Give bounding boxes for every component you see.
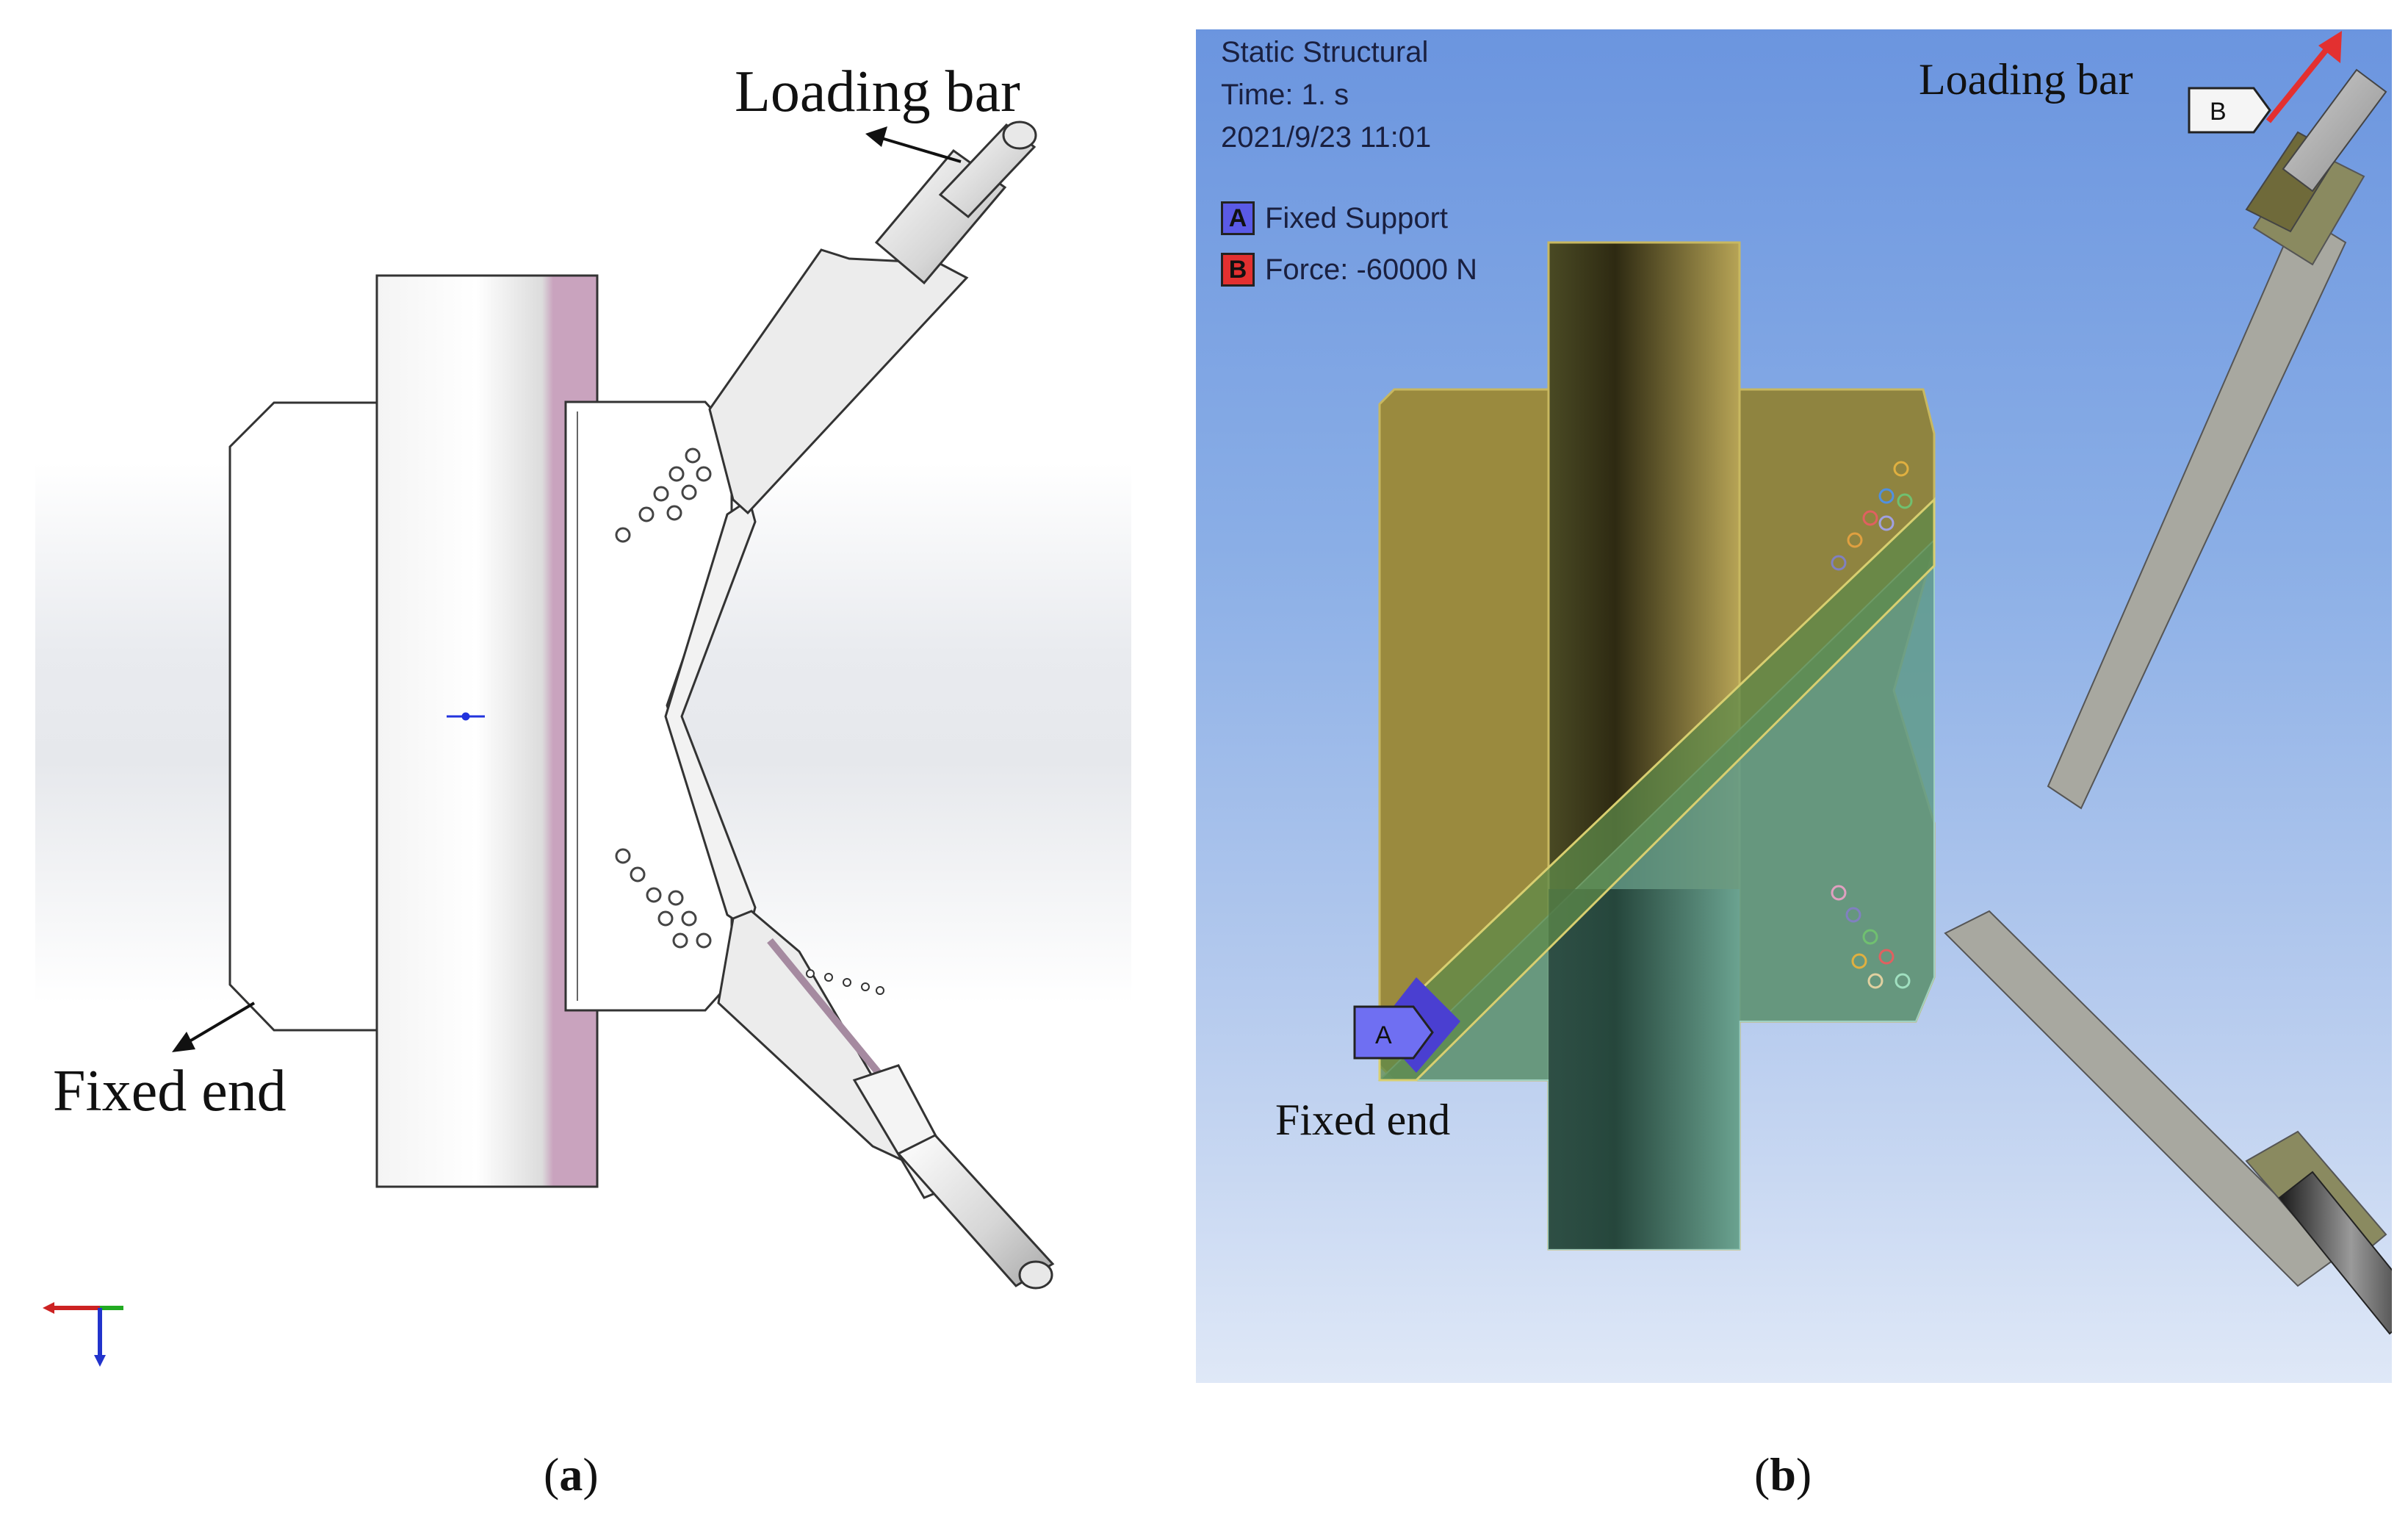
panel-b-fea-view: B A Static Structural Time: 1. s 2021/9/… (1196, 29, 2392, 1383)
boundary-legend: A Fixed Support B Force: -60000 N (1221, 193, 1477, 295)
lower-bar-end (1018, 1260, 1053, 1290)
loading-bar-rod-b (2282, 68, 2387, 193)
upper-loading-bar (938, 123, 1037, 219)
fixed-end-arrow (172, 1002, 256, 1052)
caption-a: (a) (544, 1448, 599, 1500)
right-gusset-plate (564, 400, 733, 1012)
upper-bar-end (1002, 121, 1037, 150)
left-flange-plate (228, 401, 378, 1032)
legend-text-b: Force: -60000 N (1265, 253, 1478, 286)
legend-text-a: Fixed Support (1265, 201, 1449, 234)
analysis-date: 2021/9/23 11:01 (1221, 121, 1432, 154)
lower-loading-bar (896, 1134, 1055, 1287)
upper-bolt-holes (615, 447, 712, 543)
analysis-time: Time: 1. s (1221, 79, 1349, 111)
panel-a-cad-view: Loading bar Fixed end (35, 29, 1131, 1383)
panel-a-drawing (43, 121, 1055, 1367)
fixed-end-label-b: Fixed end (1275, 1096, 1451, 1144)
loading-bar-label-a: Loading bar (735, 60, 1020, 124)
legend-badge-b: B (1221, 253, 1255, 287)
loading-bar-label-b: Loading bar (1919, 55, 2133, 104)
upper-bolt-holes-b (1831, 461, 1913, 571)
caption-b: (b) (1754, 1448, 1812, 1500)
analysis-title: Static Structural (1221, 36, 1429, 68)
center-marker (447, 712, 485, 721)
lower-tube-b (1549, 889, 1740, 1249)
lower-arm-holes (806, 969, 884, 995)
loading-bar-arrow (865, 126, 962, 163)
analysis-info: Static Structural Time: 1. s 2021/9/23 1… (1221, 31, 1431, 159)
fixed-end-label-a: Fixed end (53, 1059, 286, 1124)
diagonal-band (1378, 497, 1936, 1082)
tag-a-text: A (1375, 1021, 1392, 1049)
legend-badge-a: A (1221, 201, 1255, 235)
lower-rod-b (2278, 1171, 2392, 1335)
legend-row-b: B Force: -60000 N (1221, 244, 1477, 295)
upper-arm (708, 248, 969, 515)
panel-b-drawing: B A (1353, 31, 2392, 1335)
tag-b: B (2188, 87, 2271, 134)
caption-a-letter: a (559, 1448, 583, 1500)
axis-triad-icon (43, 1302, 123, 1367)
legend-row-a: A Fixed Support (1221, 193, 1477, 244)
force-arrow (2265, 31, 2342, 123)
tag-a: A (1353, 1005, 1434, 1060)
lower-bolt-holes-b (1831, 885, 1911, 989)
tag-b-text: B (2210, 98, 2227, 126)
upper-diagonal-arm (2047, 212, 2347, 810)
main-tube (375, 274, 599, 1188)
lower-diagonal-arm (1944, 910, 2340, 1287)
lower-bolt-holes (615, 848, 712, 949)
caption-b-letter: b (1770, 1448, 1796, 1500)
